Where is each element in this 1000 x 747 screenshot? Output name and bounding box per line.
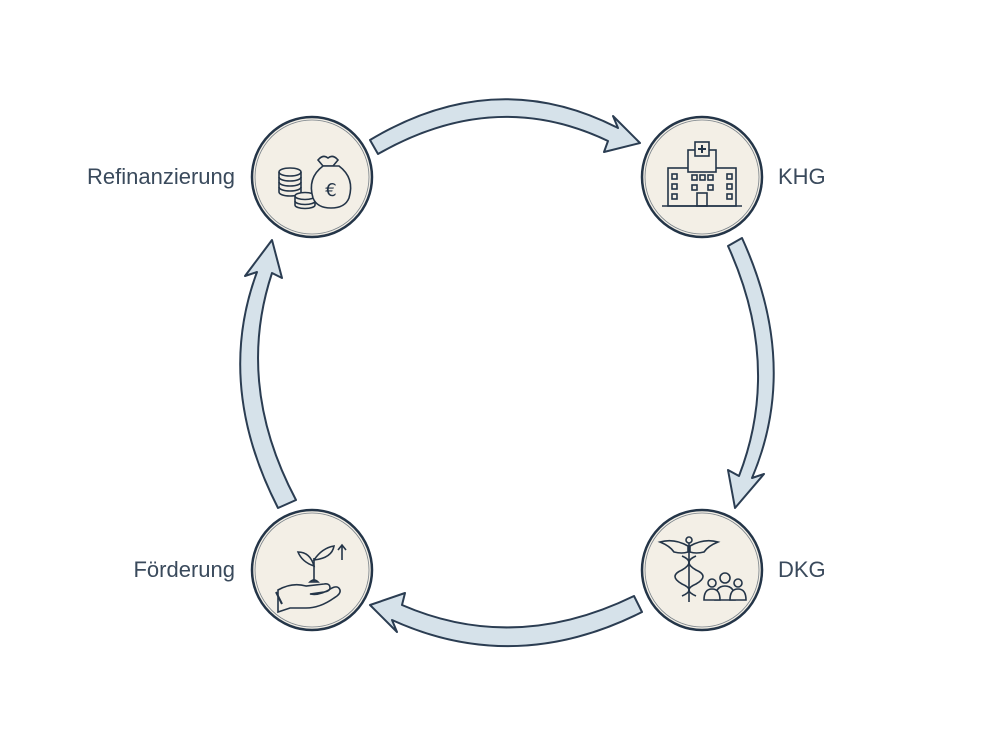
- arrow-refinanzierung-to-khg: [369, 98, 641, 155]
- caduceus-people-icon: [657, 536, 747, 602]
- label-dkg: DKG: [778, 557, 826, 582]
- node-khg: [640, 115, 764, 239]
- money-bag-euro-coins-icon: €: [278, 155, 352, 210]
- hospital-building-icon: [662, 141, 742, 207]
- node-foerderung: [250, 508, 374, 632]
- hand-plant-growth-icon: [275, 543, 347, 614]
- label-refinanzierung: Refinanzierung: [87, 164, 235, 189]
- arrow-dkg-to-foerderung: [369, 592, 643, 648]
- arrow-khg-to-dkg: [727, 237, 775, 509]
- label-foerderung: Förderung: [133, 557, 235, 582]
- arrow-foerderung-to-refinanzierung: [239, 239, 297, 509]
- svg-text:€: €: [325, 180, 336, 201]
- node-dkg: [640, 508, 764, 632]
- node-refinanzierung: €: [250, 115, 374, 239]
- label-khg: KHG: [778, 164, 826, 189]
